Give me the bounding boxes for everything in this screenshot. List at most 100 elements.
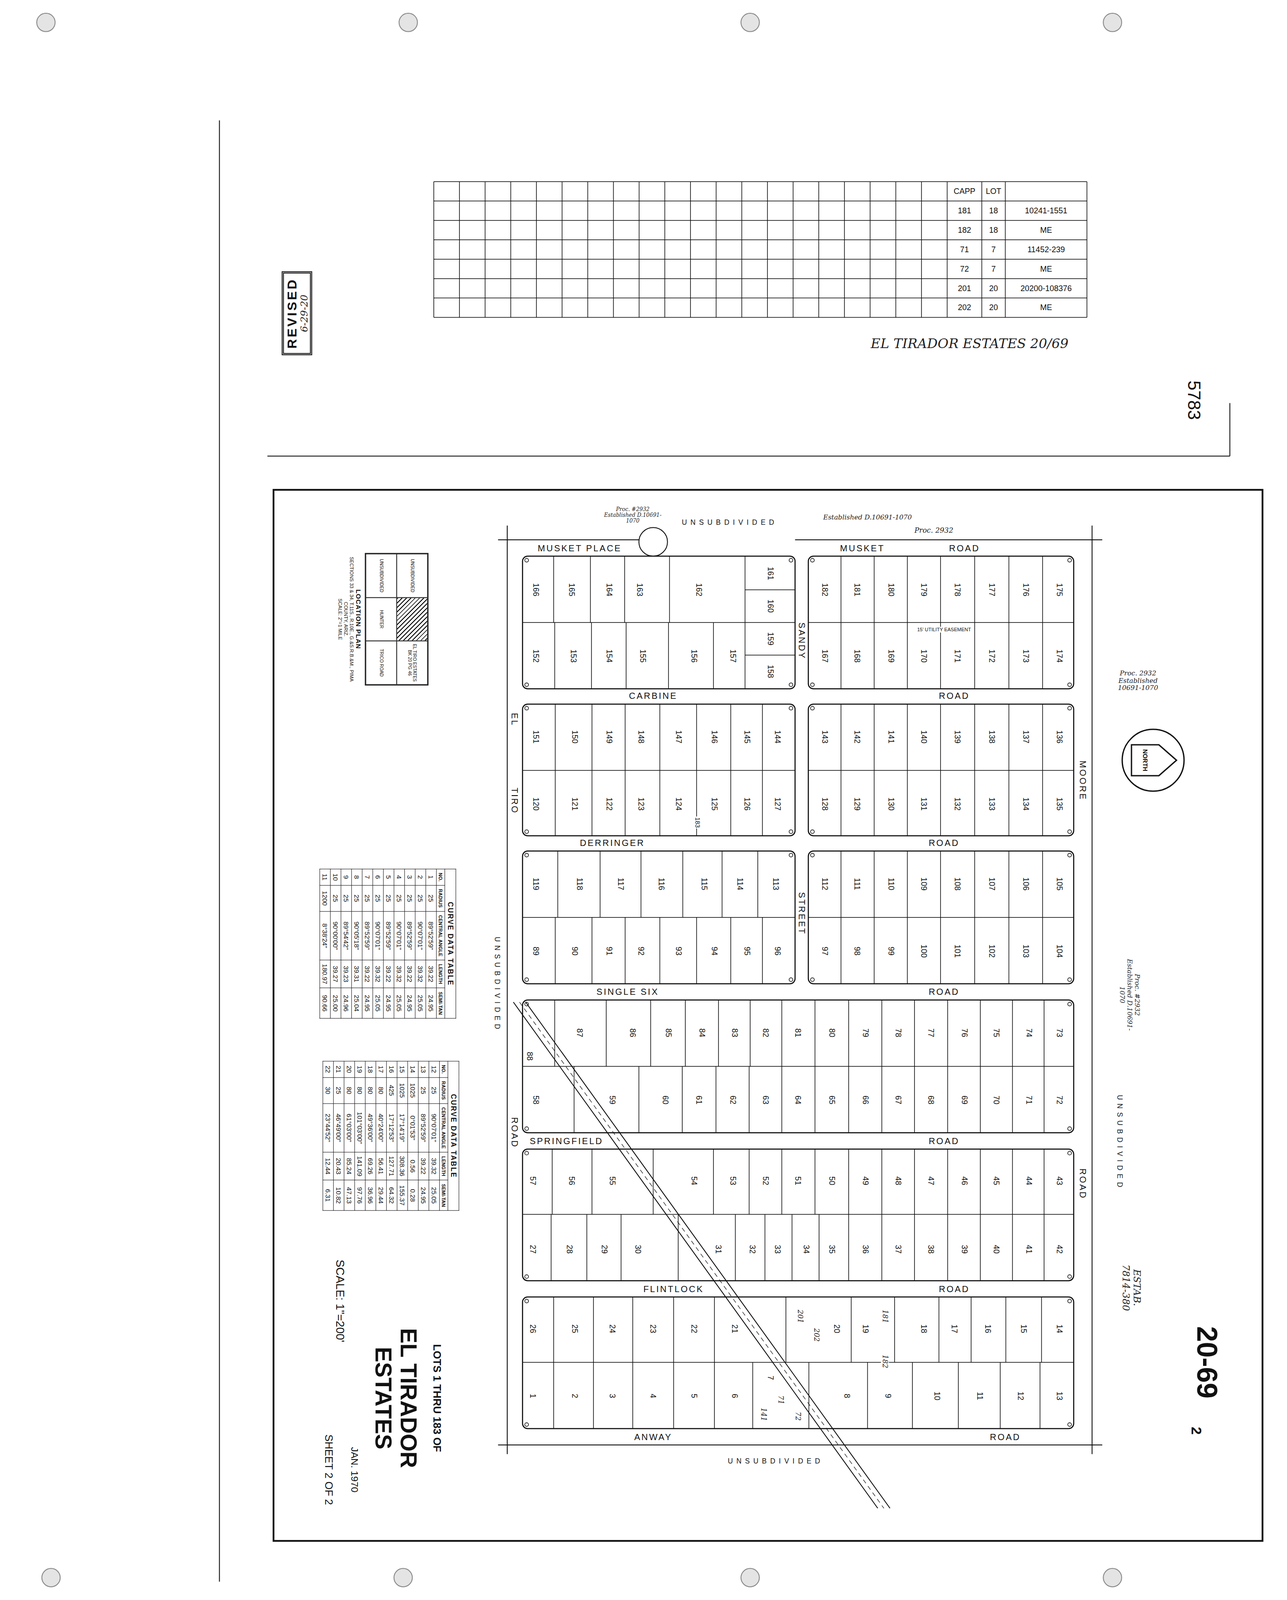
plat-line xyxy=(974,917,976,984)
road-name: SPRINGFIELD xyxy=(528,1135,604,1146)
handwritten-note: ESTAB. 7814-380 xyxy=(1119,1262,1142,1314)
plat-line xyxy=(659,704,661,771)
node-text: 12.44 xyxy=(324,1156,332,1177)
node-text: 85.24 xyxy=(345,1156,354,1177)
road-name: ROAD xyxy=(927,987,961,997)
plat-line xyxy=(713,1362,715,1429)
plat-line xyxy=(873,704,875,771)
node-text: LENGTH xyxy=(440,1156,447,1177)
handwritten-note: Proc. #2932 Established D.10691-1070 xyxy=(1118,956,1141,1034)
lot-number: 153 xyxy=(569,648,578,664)
plat-line xyxy=(497,539,639,541)
lot-number: 114 xyxy=(735,876,745,892)
lot-number: 115 xyxy=(699,876,709,892)
lot-number: 150 xyxy=(569,729,579,745)
plat-line xyxy=(1229,402,1231,456)
plat-line xyxy=(624,704,626,771)
plat-line xyxy=(591,622,593,689)
plat-line xyxy=(907,556,908,623)
north-symbol xyxy=(1119,727,1187,794)
table-cell: CAPP xyxy=(952,186,977,196)
lot-number: 161 xyxy=(766,565,775,581)
plat-line xyxy=(573,1066,575,1133)
lot-number: 51 xyxy=(793,1175,803,1187)
lot-number: 157 xyxy=(728,648,738,664)
lot-number: 21 xyxy=(730,1323,740,1335)
monument xyxy=(789,706,793,710)
monument xyxy=(524,1151,529,1155)
node-text: SEMI-TAN xyxy=(440,1183,447,1207)
plat-line xyxy=(664,181,666,318)
lot-number: 152 xyxy=(531,648,541,664)
handwritten-note: EL TIRADOR ESTATES 20/69 xyxy=(869,336,1070,352)
punch-hole xyxy=(398,13,418,32)
plat-line xyxy=(940,622,942,689)
plat-line xyxy=(554,770,556,836)
plat-line xyxy=(840,770,842,836)
table-cell: LOT xyxy=(984,186,1003,196)
punch-hole xyxy=(1103,1568,1122,1588)
plat-line xyxy=(999,1362,1001,1429)
plat-line xyxy=(497,1444,1103,1446)
node-text: 7 xyxy=(364,873,372,882)
node-text: 80 xyxy=(366,1081,375,1100)
plat-line xyxy=(433,297,1087,299)
plat-line xyxy=(510,181,512,318)
road-name: EL xyxy=(509,711,520,727)
lot-number: 59 xyxy=(607,1094,617,1106)
node-text: 5 xyxy=(385,873,393,882)
plat-line xyxy=(433,220,1087,221)
monument xyxy=(789,978,793,982)
road-name: FLINTLOCK xyxy=(642,1283,705,1294)
lot-number: 91 xyxy=(604,945,614,957)
table-cell: 71 xyxy=(959,245,970,255)
plat-line xyxy=(624,917,626,984)
node-text: 25 xyxy=(374,889,383,908)
curve-table: CURVE DATA TABLENO.RADIUSCENTRAL ANGLELE… xyxy=(319,869,457,1019)
lot-number: 23 xyxy=(648,1323,658,1335)
lot-number: 137 xyxy=(1021,729,1031,745)
table-cell: 18 xyxy=(988,206,999,216)
lot-number: 138 xyxy=(987,729,997,745)
node-text: 6-29-20 xyxy=(298,277,309,349)
lot-number: 64 xyxy=(793,1094,803,1106)
plat-line xyxy=(715,181,717,318)
node-text: 8°38'24" xyxy=(321,915,330,957)
node-text: 25.05 xyxy=(417,991,425,1015)
node-text: 90°00'00" xyxy=(332,915,340,957)
plat-line xyxy=(730,770,732,836)
node-text: 10 xyxy=(332,873,340,882)
block-outline xyxy=(522,1297,1074,1429)
table-cell: 201 xyxy=(956,284,972,293)
lot-number: 90 xyxy=(569,945,579,957)
monument xyxy=(524,1127,529,1131)
lot-number: 151 xyxy=(531,729,541,745)
road-name: ROAD xyxy=(927,838,961,848)
lot-number: 75 xyxy=(991,1027,1001,1039)
lot-number: 43 xyxy=(1055,1175,1064,1187)
plat-line xyxy=(895,181,897,318)
handwritten-lot: 182 xyxy=(880,1353,889,1370)
lot-number: 177 xyxy=(987,582,997,598)
plat-line xyxy=(881,1066,883,1133)
lot-number: 112 xyxy=(820,876,829,892)
lot-number: 13 xyxy=(1055,1390,1064,1402)
monument xyxy=(524,1299,529,1303)
table-cell: 181 xyxy=(956,206,972,216)
node-text: UNSUBDIVIDED xyxy=(409,559,415,593)
punch-hole xyxy=(1103,13,1122,32)
node-text: 1 xyxy=(427,873,436,882)
plat-line xyxy=(652,1149,654,1215)
node-text: 80 xyxy=(356,1081,364,1100)
lot-number: 80 xyxy=(827,1027,837,1039)
lot-number: 178 xyxy=(952,582,962,598)
plat-line xyxy=(1008,770,1010,836)
lot-number: 167 xyxy=(820,648,829,664)
plat-line xyxy=(938,1297,940,1363)
node-text: 39.23 xyxy=(342,964,351,985)
monument xyxy=(1067,1299,1072,1303)
lot-number: 82 xyxy=(760,1027,770,1039)
node-text: 0.56 xyxy=(409,1156,417,1177)
plat-line xyxy=(554,704,556,771)
node-text: 39.32 xyxy=(417,964,425,985)
